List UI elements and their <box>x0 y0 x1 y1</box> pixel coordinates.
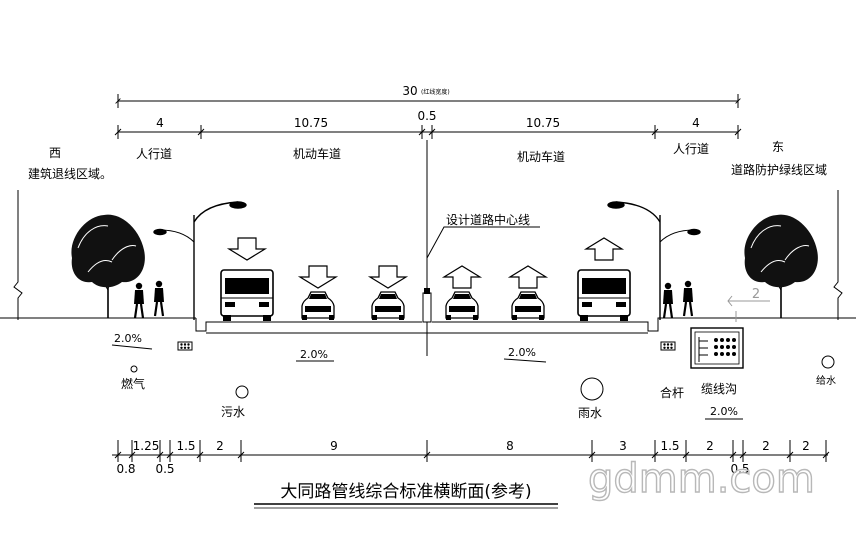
label-west-zone: 建筑退线区域。 <box>28 166 112 181</box>
drain-grate-icon <box>177 341 193 351</box>
setback-marker: 2 <box>727 287 770 322</box>
water-supply-pipe-icon <box>821 355 835 369</box>
svg-text:9: 9 <box>330 439 338 453</box>
slope-left-road: 2.0% <box>296 348 334 362</box>
slope-cable-trench: 2.0% <box>705 405 743 420</box>
street-lamp-left <box>153 201 247 320</box>
pedestrian-right-1 <box>661 281 675 320</box>
slope-right-road: 2.0% <box>503 346 547 363</box>
pedestrian-right-2 <box>681 279 695 318</box>
bus-left <box>220 269 274 322</box>
drawing-title: 大同路管线综合标准横断面(参考) <box>280 482 531 502</box>
label-west: 西 <box>49 146 61 160</box>
label-sidewalk-right: 人行道 <box>673 142 709 156</box>
drain-grate-icon <box>660 341 676 351</box>
svg-text:0.5: 0.5 <box>155 462 174 476</box>
arrow-down-icon <box>369 265 407 289</box>
label-sewage: 污水 <box>221 405 245 419</box>
median-bollard <box>422 288 432 323</box>
car-right-1 <box>445 291 479 321</box>
svg-text:2: 2 <box>762 439 770 453</box>
arrow-up-icon <box>443 265 481 289</box>
svg-text:2: 2 <box>706 439 714 453</box>
label-centerline: 设计道路中心线 <box>446 212 530 227</box>
tree-right <box>743 213 819 319</box>
svg-text:0.8: 0.8 <box>116 462 135 476</box>
watermark: gdmm.com <box>588 456 815 502</box>
svg-text:1.5: 1.5 <box>660 439 679 453</box>
car-left-2 <box>371 291 405 321</box>
street-lamp-right <box>607 201 701 320</box>
svg-text:0.5: 0.5 <box>730 462 749 476</box>
svg-text:1.25: 1.25 <box>133 439 160 453</box>
centerline-leader <box>426 226 540 259</box>
slope-left-sidewalk: 2.0% <box>111 332 153 350</box>
arrow-up-icon <box>509 265 547 289</box>
dim-median: 0.5 <box>417 109 436 123</box>
total-width-note: (红线宽度) <box>421 88 450 96</box>
svg-text:2.0%: 2.0% <box>710 405 738 418</box>
label-east-zone: 道路防护绿线区域 <box>731 162 827 177</box>
svg-text:1.5: 1.5 <box>176 439 195 453</box>
edge-break-lines <box>13 190 843 320</box>
dim-left-sidewalk: 4 <box>156 116 164 130</box>
svg-text:2.0%: 2.0% <box>508 346 536 359</box>
arrow-down-icon <box>299 265 337 289</box>
label-rain: 雨水 <box>578 406 602 420</box>
label-motor-right: 机动车道 <box>517 149 565 164</box>
tree-left <box>70 213 146 319</box>
car-left-1 <box>301 291 335 321</box>
svg-text:2: 2 <box>216 439 224 453</box>
pedestrian-left-1 <box>132 281 146 320</box>
label-water-supply: 给水 <box>816 374 836 387</box>
label-sidewalk-left: 人行道 <box>136 147 172 161</box>
arrow-down-icon <box>228 237 266 261</box>
dim-right-carriageway: 10.75 <box>526 116 560 130</box>
svg-text:3: 3 <box>619 439 627 453</box>
label-east: 东 <box>772 140 784 154</box>
rain-pipe-icon <box>580 377 604 401</box>
label-cable-trench: 缆线沟 <box>701 382 737 396</box>
svg-text:2.0%: 2.0% <box>300 348 328 361</box>
pedestrian-left-2 <box>152 279 166 318</box>
segment-dimensions: 4 10.75 0.5 10.75 4 <box>114 109 742 139</box>
cable-trench <box>690 327 744 369</box>
svg-text:8: 8 <box>506 439 514 453</box>
arrow-up-icon <box>585 237 623 261</box>
car-right-2 <box>511 291 545 321</box>
ground-profile <box>0 317 856 334</box>
label-gas: 燃气 <box>121 376 145 391</box>
total-width-value: 30 <box>402 84 417 98</box>
total-width-dimension: 30 (红线宽度) <box>115 84 741 108</box>
setback-value: 2 <box>752 287 760 302</box>
label-combo-pole: 合杆 <box>660 385 684 400</box>
label-motor-left: 机动车道 <box>293 146 341 161</box>
dim-left-carriageway: 10.75 <box>294 116 328 130</box>
dim-right-sidewalk: 4 <box>692 116 700 130</box>
sewage-pipe-icon <box>235 385 249 399</box>
bottom-dimension-chain: 1.25 1.5 2 9 8 3 1.5 2 2 2 0.8 0.5 0.5 <box>112 439 830 476</box>
svg-text:2: 2 <box>802 439 810 453</box>
bus-right <box>577 269 631 322</box>
gas-pipe-icon <box>130 365 138 373</box>
svg-text:2.0%: 2.0% <box>114 332 142 345</box>
